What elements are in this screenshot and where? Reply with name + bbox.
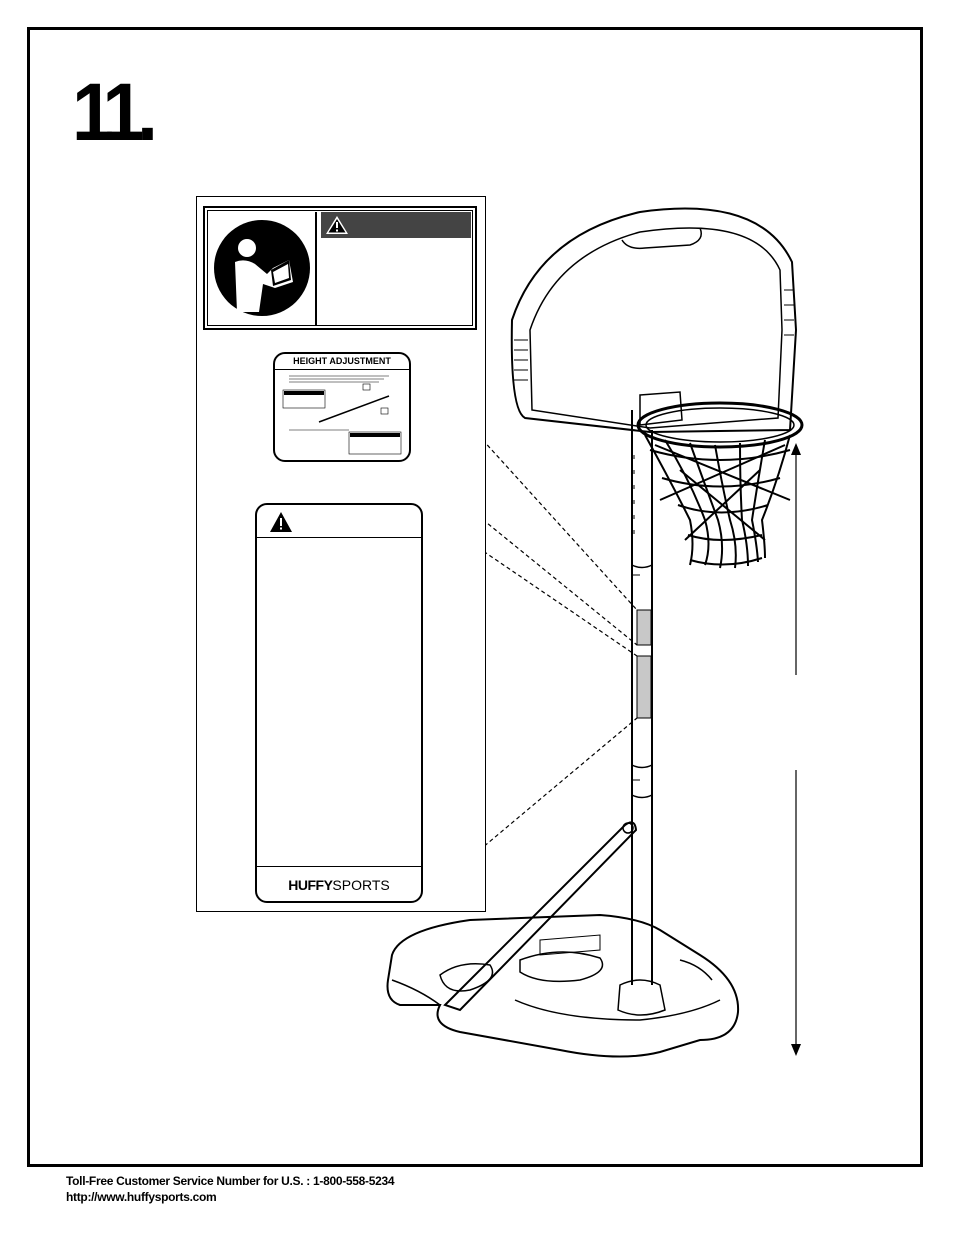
rim	[636, 401, 804, 449]
height-adjustment-title: HEIGHT ADJUSTMENT	[293, 356, 391, 366]
backboard	[510, 207, 798, 434]
pole-label-height	[636, 609, 652, 646]
warning-header-bar	[321, 212, 471, 238]
warning-triangle-icon	[326, 216, 348, 234]
website-link[interactable]: http://www.huffysports.com	[66, 1190, 217, 1204]
pole	[631, 410, 653, 985]
safety-labels-panel: HEIGHT ADJUSTMENT HUFFYSPORTS	[196, 196, 486, 912]
huffy-sports-logo: HUFFYSPORTS	[288, 877, 390, 893]
height-adjustment-label: HEIGHT ADJUSTMENT	[273, 352, 411, 462]
warning-triangle-icon	[270, 512, 292, 532]
pole-label-warning	[636, 655, 652, 719]
page-frame	[27, 27, 923, 1167]
footer: Toll-Free Customer Service Number for U.…	[66, 1173, 395, 1205]
support-brace	[443, 821, 638, 1012]
net	[644, 434, 791, 569]
read-manual-icon	[209, 212, 317, 326]
warning-label: HUFFYSPORTS	[255, 503, 423, 903]
read-manual-label	[203, 206, 477, 330]
customer-service-phone: Toll-Free Customer Service Number for U.…	[66, 1174, 395, 1188]
base	[386, 913, 740, 1058]
step-number: 11.	[72, 67, 158, 158]
